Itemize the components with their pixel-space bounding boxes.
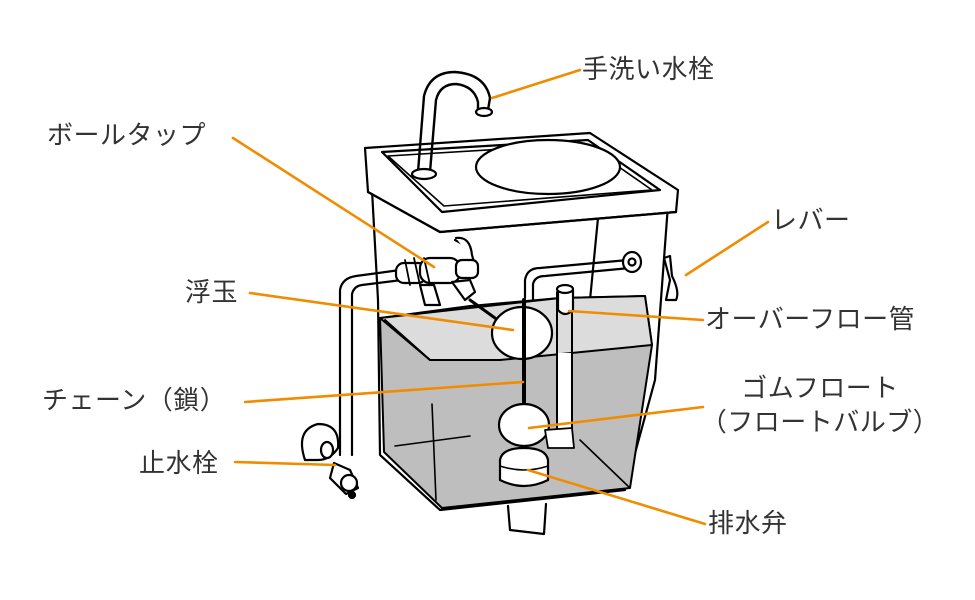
outlet-pipe (506, 502, 548, 536)
label-drain-valve: 排水弁 (708, 509, 788, 539)
leader-chain (243, 380, 525, 404)
label-hand-wash-faucet: 手洗い水栓 (582, 55, 715, 85)
label-float-ball: 浮玉 (185, 278, 239, 308)
ball-tap-drawing (394, 236, 497, 320)
label-rubber-float: ゴムフロート （フロートバルブ） (700, 372, 940, 440)
faucet-drawing (410, 70, 494, 181)
leader-drain-valve (526, 468, 707, 526)
leader-stop-valve (233, 460, 337, 467)
lever-arm-drawing (523, 250, 679, 302)
sink-basin (474, 138, 622, 196)
label-ball-tap: ボールタップ (47, 121, 207, 151)
sink-lid (363, 131, 680, 234)
leader-float-ball (248, 291, 515, 332)
label-rubber-float-sub: （フロートバルブ） (700, 408, 940, 438)
label-lever: レバー (771, 206, 851, 236)
label-rubber-float-main: ゴムフロート (741, 374, 899, 404)
label-chain: チェーン（鎖） (42, 386, 227, 416)
label-stop-valve: 止水栓 (139, 449, 219, 479)
stop-valve-drawing (300, 422, 360, 500)
leader-rubber-float (527, 405, 705, 430)
leader-hand-wash-faucet (490, 68, 582, 100)
drain-valve-drawing (498, 446, 550, 488)
rubber-float-drawing (497, 402, 575, 449)
overflow-pipe-drawing (555, 283, 575, 433)
supply-pipe (338, 268, 404, 457)
leader-overflow-pipe (567, 309, 705, 322)
label-overflow-pipe: オーバーフロー管 (705, 305, 916, 335)
leader-lever (684, 220, 770, 277)
leader-ball-tap (231, 136, 436, 269)
